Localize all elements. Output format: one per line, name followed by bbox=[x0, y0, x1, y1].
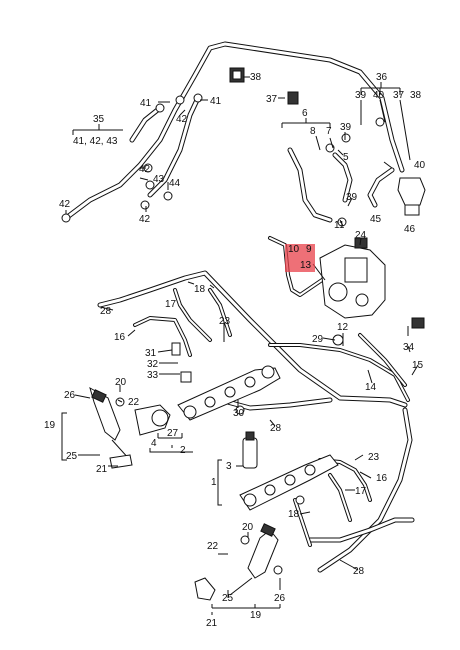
label-19: 19 bbox=[44, 420, 56, 431]
label-42: 42 bbox=[139, 164, 151, 175]
label-36: 36 bbox=[376, 72, 388, 83]
label-38: 38 bbox=[410, 90, 422, 101]
pressure-sensor bbox=[242, 431, 258, 469]
label-18: 18 bbox=[194, 284, 206, 295]
label-20: 20 bbox=[115, 377, 127, 388]
label-4: 4 bbox=[151, 438, 157, 449]
label-26: 26 bbox=[274, 593, 286, 604]
low-pressure-hose-middle bbox=[97, 270, 408, 408]
label-41: 41 bbox=[140, 98, 152, 109]
low-pressure-hose-lower bbox=[217, 397, 415, 573]
label-39: 39 bbox=[340, 122, 352, 133]
label-39: 39 bbox=[355, 90, 367, 101]
label-35: 35 bbox=[93, 114, 105, 125]
label-41: 41 bbox=[210, 96, 222, 107]
label-3: 3 bbox=[226, 461, 232, 472]
label-6: 6 bbox=[302, 108, 308, 119]
label-43: 43 bbox=[153, 174, 165, 185]
highlight-box bbox=[285, 244, 315, 272]
high-pressure-pipe-13 bbox=[268, 236, 327, 297]
label-45: 45 bbox=[370, 214, 382, 225]
label-19: 19 bbox=[250, 610, 262, 621]
label-23: 23 bbox=[219, 316, 231, 327]
part-labels: 36 38 39 40 37 38 37 41 41 42 35 41, 42,… bbox=[44, 72, 426, 629]
label-23: 23 bbox=[368, 452, 380, 463]
return-hose-upper bbox=[63, 41, 405, 221]
label-25: 25 bbox=[222, 593, 234, 604]
label-26: 26 bbox=[64, 390, 76, 401]
connector-37 bbox=[287, 91, 299, 105]
clamp-21-right bbox=[194, 577, 216, 601]
injector-right bbox=[229, 523, 279, 596]
label-30: 30 bbox=[233, 408, 245, 419]
label-25: 25 bbox=[66, 451, 78, 462]
clamp-21-left bbox=[109, 454, 133, 469]
label-11: 11 bbox=[334, 220, 345, 231]
label-32: 32 bbox=[147, 359, 159, 370]
fuel-rail-right bbox=[239, 454, 339, 511]
label-1: 1 bbox=[211, 477, 217, 488]
label-8: 8 bbox=[310, 126, 316, 137]
label-27: 27 bbox=[167, 428, 179, 439]
label-7: 7 bbox=[326, 126, 332, 137]
pressure-regulator bbox=[134, 404, 171, 436]
label-14: 14 bbox=[365, 382, 377, 393]
label-31: 31 bbox=[145, 348, 157, 359]
fuel-rail-left bbox=[177, 365, 281, 421]
small-fittings bbox=[61, 93, 425, 575]
label-9: 9 bbox=[306, 244, 312, 255]
label-28: 28 bbox=[100, 306, 112, 317]
label-29: 29 bbox=[312, 334, 324, 345]
label-38: 38 bbox=[250, 72, 262, 83]
high-pressure-pump bbox=[319, 237, 386, 319]
label-20: 20 bbox=[242, 522, 254, 533]
label-37: 37 bbox=[266, 94, 278, 105]
label-28: 28 bbox=[270, 423, 282, 434]
high-pressure-pipes-upper bbox=[133, 288, 232, 357]
label-10: 10 bbox=[288, 244, 300, 255]
label-17: 17 bbox=[355, 486, 367, 497]
label-21: 21 bbox=[96, 464, 108, 475]
label-44: 44 bbox=[169, 178, 181, 189]
high-pressure-pipes-right bbox=[268, 333, 410, 402]
label-22: 22 bbox=[128, 397, 140, 408]
label-15: 15 bbox=[412, 360, 424, 371]
label-40: 40 bbox=[414, 160, 426, 171]
label-22: 22 bbox=[207, 541, 219, 552]
label-42: 42 bbox=[176, 114, 188, 125]
label-2: 2 bbox=[180, 445, 186, 456]
label-39: 39 bbox=[346, 192, 358, 203]
label-46: 46 bbox=[404, 224, 416, 235]
label-12: 12 bbox=[337, 322, 349, 333]
label-28: 28 bbox=[353, 566, 365, 577]
label-33: 33 bbox=[147, 370, 159, 381]
label-42: 42 bbox=[139, 214, 151, 225]
return-hose-side bbox=[287, 147, 395, 223]
label-41-42-43: 41, 42, 43 bbox=[73, 136, 118, 147]
label-16: 16 bbox=[376, 473, 388, 484]
connector-38 bbox=[229, 67, 245, 83]
return-hose-branch bbox=[129, 95, 201, 198]
label-13: 13 bbox=[300, 260, 312, 271]
label-16: 16 bbox=[114, 332, 126, 343]
label-34: 34 bbox=[403, 342, 415, 353]
label-24: 24 bbox=[355, 230, 367, 241]
label-5: 5 bbox=[343, 152, 349, 163]
fuel-filter-housing bbox=[397, 177, 426, 216]
label-21: 21 bbox=[206, 618, 218, 629]
label-40: 40 bbox=[373, 90, 385, 101]
label-18: 18 bbox=[288, 509, 300, 520]
label-37: 37 bbox=[393, 90, 405, 101]
label-17: 17 bbox=[165, 299, 177, 310]
label-42: 42 bbox=[59, 199, 71, 210]
injector-left bbox=[89, 386, 131, 461]
